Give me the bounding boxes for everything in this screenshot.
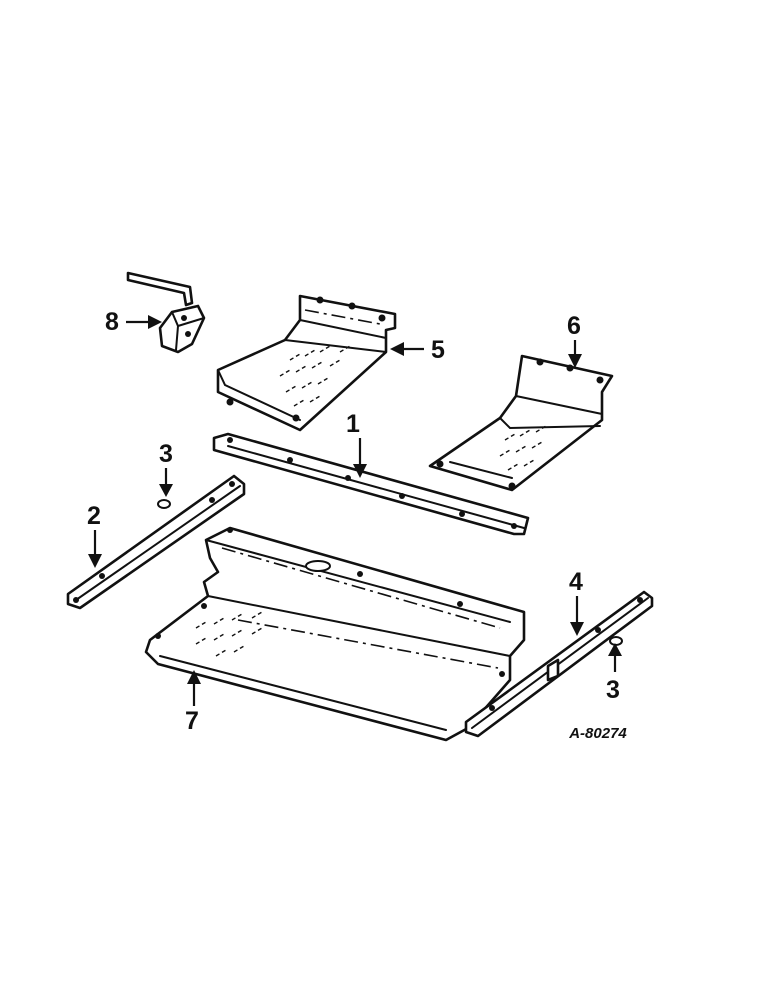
svg-text:4: 4 — [569, 568, 583, 596]
svg-text:3: 3 — [606, 676, 620, 704]
callout-5: 5 — [390, 336, 445, 364]
part-1-angle-strip — [212, 432, 530, 536]
svg-text:7: 7 — [185, 707, 199, 735]
svg-text:2: 2 — [87, 502, 101, 530]
callout-3-left: 3 — [159, 440, 173, 497]
callout-7: 7 — [185, 670, 201, 735]
tread-pattern — [195, 611, 263, 657]
svg-text:8: 8 — [105, 308, 119, 336]
part-5-left-floor-plate — [216, 294, 397, 432]
svg-text:6: 6 — [567, 312, 581, 340]
part-7-main-floor-plate — [144, 526, 526, 742]
tread-pattern — [279, 345, 351, 407]
callout-6: 6 — [567, 312, 582, 368]
tread-pattern — [499, 425, 547, 471]
part-8-handle-bracket — [126, 271, 206, 354]
callout-8: 8 — [105, 308, 162, 336]
part-3-washer-right — [609, 636, 623, 646]
figure-reference-code: A-80274 — [568, 725, 627, 742]
callout-1: 1 — [346, 410, 367, 478]
part-4-right-rail — [464, 590, 654, 738]
svg-text:3: 3 — [159, 440, 173, 468]
part-2-left-rail — [66, 474, 246, 610]
svg-text:1: 1 — [346, 410, 360, 438]
part-6-right-floor-plate — [428, 354, 614, 492]
part-3-washer-left — [157, 499, 171, 509]
callout-2: 2 — [87, 502, 102, 568]
svg-text:5: 5 — [431, 336, 445, 364]
callout-4: 4 — [569, 568, 584, 636]
callout-3-right: 3 — [606, 643, 622, 704]
